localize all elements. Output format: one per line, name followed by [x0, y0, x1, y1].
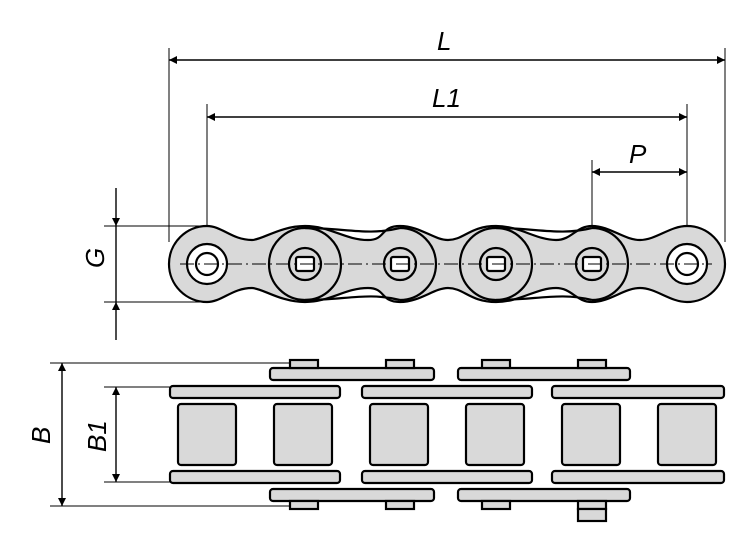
roller	[656, 402, 718, 467]
dimension-L1: L1	[206, 83, 688, 262]
inner-plate	[168, 469, 342, 485]
label-G: G	[80, 248, 110, 268]
label-L1: L1	[432, 83, 461, 113]
inner-plate	[360, 469, 534, 485]
inner-plate	[360, 384, 534, 400]
roller	[464, 402, 526, 467]
retaining-clip	[576, 507, 608, 523]
outer-plate	[268, 366, 436, 382]
roller	[560, 402, 622, 467]
pin-head	[576, 358, 608, 370]
roller	[368, 402, 430, 467]
pin-head	[384, 358, 416, 370]
inner-plate-edge	[304, 226, 401, 233]
inner-plate	[550, 469, 726, 485]
inner-plate-edge	[399, 226, 438, 302]
pin-head	[480, 499, 512, 511]
label-B1: B1	[82, 420, 112, 452]
outer-plate	[268, 487, 436, 503]
dimension-B: B	[26, 362, 290, 507]
dimension-B1: B1	[82, 386, 180, 483]
label-L: L	[437, 26, 451, 56]
pin-head	[576, 499, 608, 511]
outer-plate	[456, 366, 632, 382]
pin-head	[288, 499, 320, 511]
inner-plate	[168, 384, 342, 400]
inner-plate-edge	[304, 295, 401, 302]
chain-side-view	[167, 224, 727, 304]
pin-head	[288, 358, 320, 370]
roller	[176, 402, 238, 467]
dimension-G: G	[80, 188, 205, 340]
pin-head	[384, 499, 416, 511]
pin-head	[480, 358, 512, 370]
inner-plate-edge	[591, 226, 630, 302]
inner-plate-edge	[495, 226, 593, 233]
chain-top-view	[168, 358, 726, 523]
label-B: B	[26, 427, 56, 444]
inner-plate-edge	[495, 295, 593, 302]
roller	[272, 402, 334, 467]
label-P: P	[629, 139, 647, 169]
inner-plate	[550, 384, 726, 400]
outer-plate	[456, 487, 632, 503]
dimension-L: L	[168, 26, 726, 242]
